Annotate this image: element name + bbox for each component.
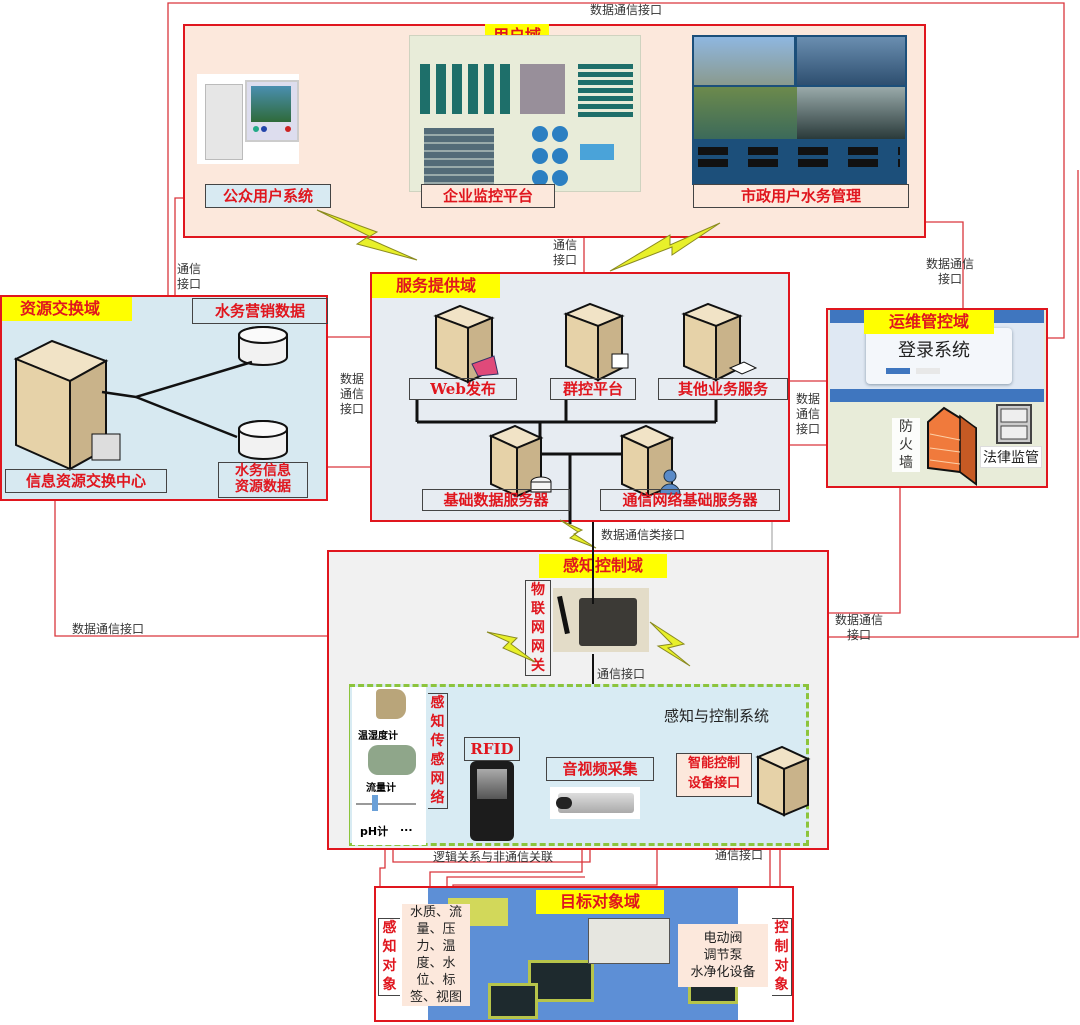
database-icon: [238, 326, 288, 366]
login-system-title: 登录系统: [898, 340, 970, 361]
network-link-lines: [101, 360, 253, 439]
user-domain: 用户域 公众用户系统 企业监控平台 市政用户水务管理: [183, 24, 926, 238]
server-icon: [13, 339, 121, 471]
camera-icon: [550, 787, 640, 819]
sensing-domain-title: 感知控制域: [539, 554, 667, 578]
right-bottom-data-interface-label: 数据通信 接口: [835, 613, 884, 642]
bottom-comm-interface-label: 通信接口: [715, 848, 764, 862]
gateway-uplink-line: [592, 522, 594, 604]
service-domain-title: 服务提供域: [372, 274, 500, 298]
data-comm-class-interface-label: 数据通信类接口: [601, 528, 686, 542]
right-data-interface-label: 数据通信 接口: [926, 257, 975, 286]
sensing-objects-label: 感 知 对 象: [378, 918, 400, 996]
target-object-domain: 目标对象域 感 知 对 象 水质、流 量、压 力、温 度、水 位、标 签、视图 …: [374, 886, 794, 1022]
wireless-link-icon: [559, 519, 597, 549]
info-exchange-center-label: 信息资源交换中心: [5, 469, 167, 493]
web-server-icon: [433, 304, 499, 384]
target-domain-title: 目标对象域: [536, 890, 664, 914]
iot-gateway-image: [553, 588, 649, 652]
service-provision-domain: 服务提供域 Web发布 群控平台 其他业务服务: [370, 272, 790, 524]
smart-control-interface-label: 智能控制 设备接口: [676, 753, 752, 797]
municipal-water-image: [692, 35, 907, 185]
service-bus-lines: [415, 400, 718, 524]
sensing-control-system: 感知与控制系统 温湿度计 流量计 pH计 ... 感 知 传 感 网 络 RFI…: [349, 684, 811, 846]
ops-management-domain: 运维管控域 登录系统 防 火 墙 法律监管: [826, 308, 1048, 488]
ops-domain-title: 运维管控域: [864, 310, 994, 334]
left-mid-data-interface-label: 数据 通信 接口: [340, 372, 365, 416]
enterprise-monitoring-platform-label: 企业监控平台: [421, 184, 555, 208]
cabinet-icon: [996, 404, 1032, 444]
network-server-icon: [619, 424, 681, 498]
left-comm-interface-label: 通信 接口: [177, 262, 202, 291]
rfid-reader-icon: [470, 761, 514, 841]
resource-exchange-domain: 资源交换域 水务营销数据 信息资源交换中心 水务信息 资源数据: [0, 295, 328, 501]
right-mid-data-interface-label: 数据 通信 接口: [796, 392, 821, 436]
sensing-control-domain: 感知控制域 物 联 网 网 关 通信接口 感知与控制系统 温湿度计 流量计 pH…: [327, 550, 829, 850]
wireless-link-icon: [649, 621, 691, 667]
enterprise-scada-image: [409, 35, 641, 192]
water-info-resource-label: 水务信息 资源数据: [218, 462, 308, 498]
public-pc-image: [197, 74, 299, 164]
wireless-link-icon: [316, 209, 418, 261]
wireless-link-icon: [609, 222, 721, 272]
center-comm-interface-label: 通信 接口: [553, 238, 578, 267]
other-services-server-icon: [681, 302, 758, 382]
control-server-icon: [755, 745, 811, 817]
water-marketing-data-label: 水务营销数据: [192, 298, 328, 324]
logic-relation-label: 逻辑关系与非通信关联: [433, 850, 554, 864]
group-control-platform-label: 群控平台: [550, 378, 636, 400]
wireless-link-icon: [486, 631, 536, 663]
more-sensors-ellipsis: ...: [400, 821, 413, 834]
sensing-items-label: 水质、流 量、压 力、温 度、水 位、标 签、视图: [402, 904, 470, 1006]
top-data-interface-label: 数据通信接口: [590, 3, 663, 17]
sensor-devices-panel: 温湿度计 流量计 pH计 ...: [352, 687, 426, 845]
sensor-network-label: 感 知 传 感 网 络: [428, 693, 448, 809]
firewall-icon: [927, 406, 977, 486]
network-base-server-label: 通信网络基础服务器: [600, 489, 780, 511]
gateway-downlink-line: [592, 654, 594, 684]
rfid-label: RFID: [464, 737, 520, 761]
group-control-server-icon: [563, 302, 629, 382]
database-icon: [238, 420, 288, 460]
public-user-system-label: 公众用户系统: [205, 184, 331, 208]
firewall-label: 防 火 墙: [892, 418, 920, 472]
sensing-system-title: 感知与控制系统: [664, 707, 770, 725]
ph-meter-label: pH计: [360, 825, 389, 838]
gateway-comm-interface-label: 通信接口: [597, 667, 646, 681]
control-objects-label: 控 制 对 象: [772, 918, 792, 996]
water-plant-image: [428, 888, 738, 1020]
control-devices-label: 电动阀 调节泵 水净化设备: [678, 924, 768, 987]
other-business-services-label: 其他业务服务: [658, 378, 788, 400]
left-bottom-data-interface-label: 数据通信接口: [72, 622, 145, 636]
resource-domain-title: 资源交换域: [2, 297, 132, 321]
thermo-hygrometer-label: 温湿度计: [358, 731, 398, 742]
flowmeter-label: 流量计: [366, 783, 396, 794]
municipal-water-management-label: 市政用户水务管理: [693, 184, 909, 208]
base-data-server-label: 基础数据服务器: [422, 489, 570, 511]
base-data-server-icon: [488, 424, 552, 498]
legal-supervision-label: 法律监管: [980, 446, 1042, 468]
web-publish-label: Web发布: [409, 378, 517, 400]
av-capture-label: 音视频采集: [546, 757, 654, 781]
